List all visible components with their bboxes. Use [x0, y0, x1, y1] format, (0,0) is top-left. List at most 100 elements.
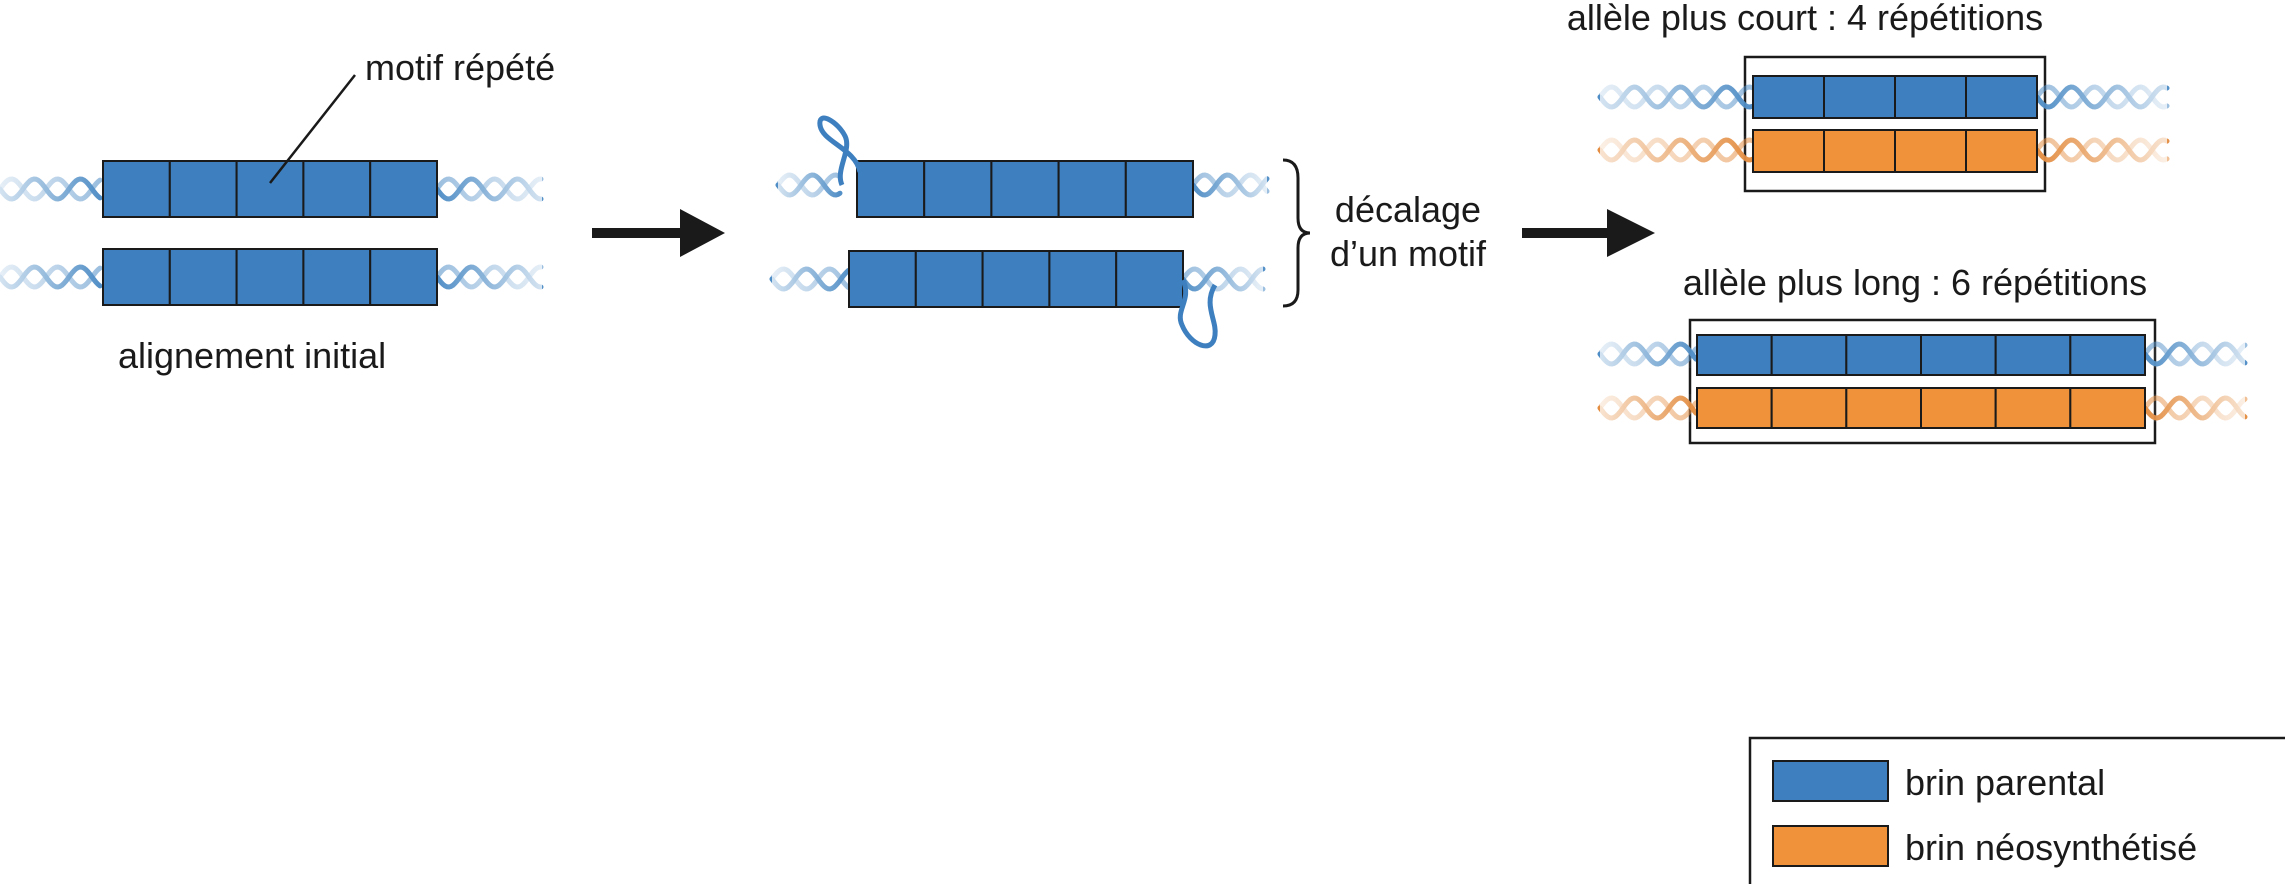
- helix-long-left-neo: [1597, 394, 1699, 422]
- repeat-unit: [1696, 334, 1773, 376]
- repeat-unit: [1752, 129, 1825, 173]
- strand-top-slipped: [856, 160, 1195, 218]
- repeat-unit: [981, 250, 1051, 308]
- helix-long-left-parental: [1597, 340, 1699, 368]
- repeat-unit: [1048, 250, 1118, 308]
- helix-fade: [1600, 394, 1697, 422]
- repeat-unit: [1920, 387, 1997, 429]
- repeat-unit: [2069, 387, 2146, 429]
- repeat-unit: [1994, 387, 2072, 429]
- strand-bottom-parental: [102, 248, 439, 306]
- repeat-unit: [168, 160, 238, 218]
- arrow-step-2: [1522, 209, 1655, 257]
- panel-long-allele: allèle plus long : 6 répétitions: [1597, 262, 2248, 445]
- helix-short-right-neo: [2034, 136, 2170, 164]
- helix-fade: [437, 263, 542, 291]
- legend-label-parental: brin parental: [1905, 762, 2105, 803]
- helix-right-bottom: [434, 263, 544, 291]
- repeat-unit: [235, 160, 305, 218]
- helix-short-left-neo: [1597, 136, 1755, 164]
- helix-fade: [2145, 340, 2245, 368]
- panel-slippage: décalage d’un motif: [769, 115, 1487, 349]
- repeat-unit: [102, 160, 171, 218]
- repeat-unit: [1965, 129, 2038, 173]
- strand-top-parental: [102, 160, 439, 218]
- repeat-unit: [302, 248, 372, 306]
- helix-fade: [2037, 136, 2167, 164]
- label-decalage-1: décalage: [1335, 189, 1481, 230]
- helix-fade: [1183, 265, 1263, 293]
- label-alignement-initial: alignement initial: [118, 335, 386, 376]
- repeat-unit: [1965, 75, 2038, 119]
- helix-fade: [772, 265, 850, 293]
- repeat-unit: [1770, 334, 1848, 376]
- legend-swatch-neo: [1772, 825, 1889, 867]
- legend-label-neo: brin néosynthétisé: [1905, 827, 2197, 868]
- repeat-unit: [369, 248, 439, 306]
- repeat-unit: [1752, 75, 1825, 119]
- long-allele-box: [1688, 318, 2157, 445]
- repeat-unit: [369, 160, 439, 218]
- repeat-unit: [914, 250, 984, 308]
- helix-right-top: [434, 175, 544, 203]
- label-decalage-2: d’un motif: [1330, 233, 1487, 274]
- repeat-unit: [235, 248, 305, 306]
- helix-right-top-slip: [1190, 171, 1270, 199]
- helix-fade: [2037, 83, 2167, 111]
- helix-fade: [2145, 394, 2245, 422]
- motif-pointer-line: [269, 74, 356, 184]
- helix-left-bottom: [0, 263, 103, 291]
- legend-swatch-parental: [1772, 760, 1889, 802]
- loop-top: [817, 115, 863, 187]
- repeat-unit: [168, 248, 238, 306]
- repeat-unit: [1894, 75, 1967, 119]
- label-allele-court: allèle plus court : 4 répétitions: [1567, 0, 2043, 38]
- strand-short-parental: [1752, 75, 2038, 119]
- helix-fade: [0, 175, 100, 203]
- helix-left-top: [0, 175, 103, 203]
- helix-right-bottom-slip: [1180, 265, 1266, 293]
- helix-short-left-parental: [1597, 83, 1755, 111]
- strand-long-parental: [1696, 334, 2146, 376]
- repeat-unit: [1920, 334, 1997, 376]
- repeat-unit: [1845, 387, 1923, 429]
- helix-fade: [1600, 83, 1753, 111]
- panel-initial-alignment: motif répété alignement initial: [0, 47, 555, 376]
- strand-long-neo: [1696, 387, 2146, 429]
- repeat-unit: [1124, 160, 1195, 218]
- repeat-unit: [1696, 387, 1773, 429]
- strand-bottom-slipped: [848, 250, 1184, 308]
- repeat-unit: [856, 160, 926, 218]
- repeat-unit: [923, 160, 993, 218]
- repeat-unit: [1994, 334, 2072, 376]
- repeat-unit: [1057, 160, 1127, 218]
- repeat-unit: [1845, 334, 1923, 376]
- loop-bottom: [1177, 278, 1218, 349]
- helix-fade: [1193, 171, 1267, 199]
- helix-fade: [1600, 136, 1753, 164]
- legend: brin parental brin néosynthétisé: [1748, 736, 2285, 884]
- repeat-unit: [1894, 129, 1967, 173]
- helix-fade: [778, 171, 840, 199]
- repeat-unit: [2069, 334, 2146, 376]
- repeat-unit: [1770, 387, 1848, 429]
- repeat-unit: [1823, 75, 1896, 119]
- helix-fade: [1600, 340, 1697, 368]
- arrow-step-1: [592, 209, 725, 257]
- helix-long-right-parental: [2142, 340, 2248, 368]
- repeat-unit: [1115, 250, 1184, 308]
- helix-fade: [437, 175, 542, 203]
- panel-short-allele: allèle plus court : 4 répétitions: [1567, 0, 2170, 193]
- repeat-unit: [848, 250, 917, 308]
- helix-fade: [0, 263, 100, 291]
- label-allele-long: allèle plus long : 6 répétitions: [1683, 262, 2147, 303]
- repeat-unit: [990, 160, 1060, 218]
- repeat-unit: [102, 248, 171, 306]
- brace: [1282, 158, 1311, 308]
- repeat-unit: [302, 160, 372, 218]
- helix-short-right-parental: [2034, 83, 2170, 111]
- helix-left-bottom-slip: [769, 265, 853, 293]
- helix-left-top-slip: [775, 171, 843, 199]
- strand-short-neo: [1752, 129, 2038, 173]
